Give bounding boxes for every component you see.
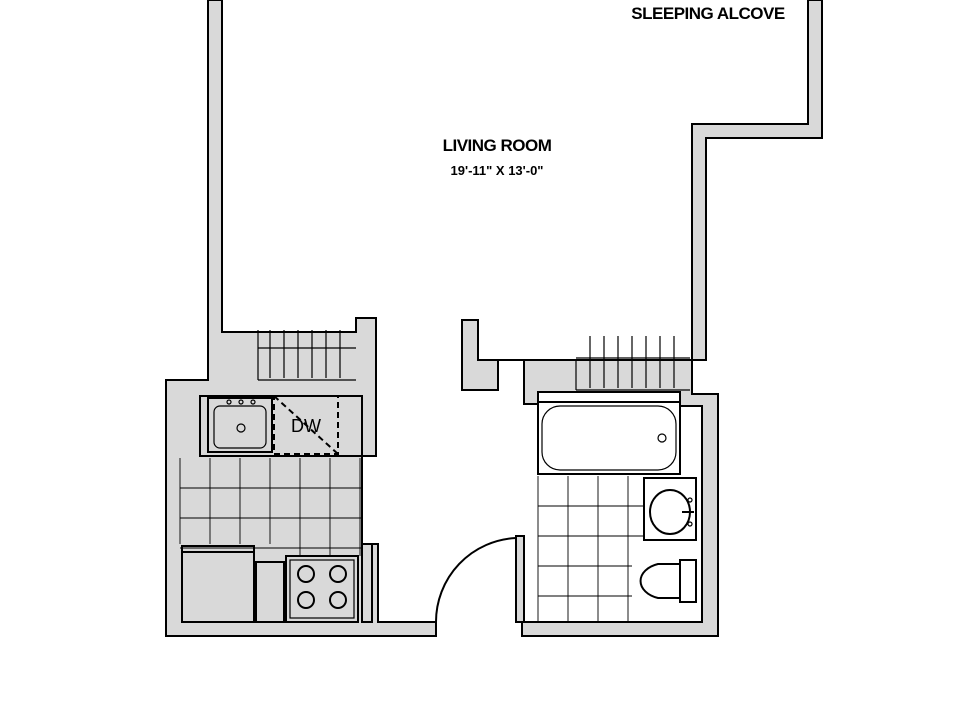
sink-tap-center — [238, 399, 244, 405]
sink-tap-right — [250, 399, 256, 405]
entry-door — [434, 537, 517, 623]
refrigerator — [181, 545, 255, 623]
toilet — [639, 559, 697, 603]
kitchen-tiles — [179, 458, 362, 556]
sink-drain — [236, 423, 246, 433]
sink — [207, 397, 273, 453]
sink-tap-left — [226, 399, 232, 405]
living-room-outline — [221, 0, 809, 360]
dishwasher-label: DW — [291, 416, 321, 436]
wall-stub-right — [515, 535, 525, 623]
bathtub — [537, 401, 681, 475]
wall-stub-left — [361, 543, 373, 623]
living-room-label: LIVING ROOM — [443, 136, 552, 155]
living-room-dimensions: 19'-11" X 13'-0" — [451, 163, 544, 178]
radiator-left — [257, 330, 356, 381]
radiator-right — [575, 336, 690, 391]
sleeping-alcove-label: SLEEPING ALCOVE — [631, 4, 785, 23]
exterior-wall — [165, 0, 437, 637]
dishwasher: DW — [273, 395, 339, 455]
sink-basin — [213, 405, 267, 449]
counter-cabinet — [255, 561, 285, 623]
kitchen-counter — [199, 395, 363, 457]
bathroom-sink — [643, 477, 697, 541]
bathroom-tiles — [537, 476, 644, 622]
stove — [285, 555, 359, 623]
